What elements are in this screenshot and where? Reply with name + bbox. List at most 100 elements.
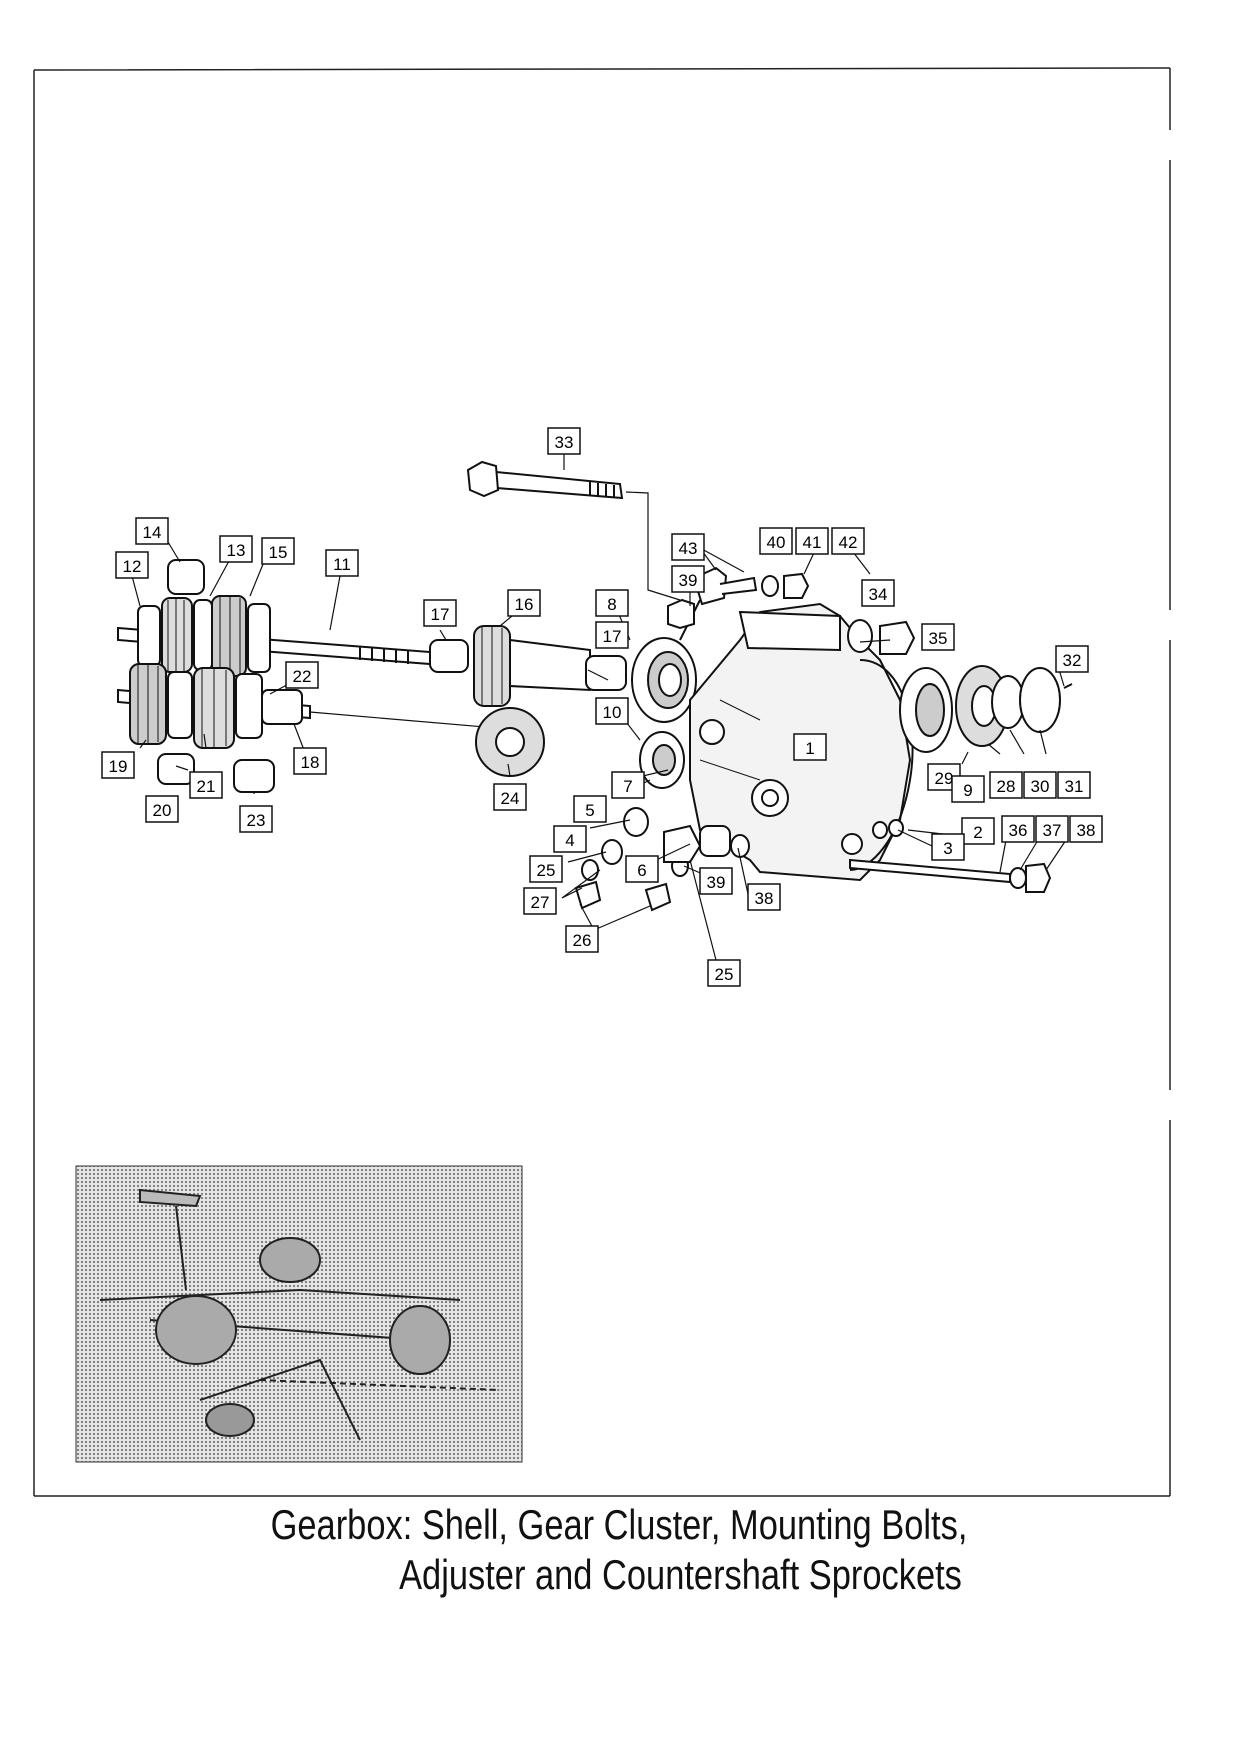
svg-text:1: 1 [805, 739, 814, 758]
callout-27: 27 [523, 887, 557, 915]
washer-37 [1009, 867, 1027, 889]
callout-28: 28 [989, 771, 1023, 799]
svg-text:4: 4 [565, 831, 574, 850]
callout-34: 34 [861, 579, 895, 607]
svg-text:11: 11 [333, 555, 351, 574]
bearing-10 [639, 731, 685, 789]
svg-text:24: 24 [501, 789, 520, 808]
lockplate-31 [1019, 667, 1061, 733]
svg-text:19: 19 [109, 757, 128, 776]
svg-text:2: 2 [973, 823, 982, 842]
svg-text:17: 17 [431, 605, 450, 624]
bearing-8 [631, 637, 697, 723]
callout-30: 30 [1023, 771, 1057, 799]
callout-41: 41 [795, 527, 829, 555]
callout-14: 14 [135, 517, 169, 545]
callout-18: 18 [293, 747, 327, 775]
callout-22: 22 [285, 661, 319, 689]
svg-text:41: 41 [803, 533, 822, 552]
svg-text:8: 8 [607, 595, 616, 614]
callout-13: 13 [219, 535, 253, 563]
callout-25b: 25 [707, 959, 741, 987]
bush-14 [167, 559, 205, 595]
callout-labels: 33 43 40 41 42 39 14 13 15 12 11 17 16 8… [101, 427, 1103, 987]
svg-text:10: 10 [603, 703, 622, 722]
callout-11: 11 [325, 549, 359, 577]
gear-16 [473, 625, 591, 707]
callout-6: 6 [625, 855, 659, 883]
svg-text:7: 7 [623, 777, 632, 796]
svg-text:28: 28 [997, 777, 1016, 796]
svg-text:35: 35 [929, 629, 948, 648]
svg-text:12: 12 [123, 557, 142, 576]
svg-text:9: 9 [963, 781, 972, 800]
callout-26: 26 [565, 925, 599, 953]
svg-text:15: 15 [269, 543, 288, 562]
gear-24 [475, 707, 545, 777]
svg-text:38: 38 [1077, 821, 1096, 840]
callout-12: 12 [115, 551, 149, 579]
washer-34 [847, 619, 873, 653]
svg-text:27: 27 [531, 893, 550, 912]
page-frame [33, 67, 1171, 1497]
callout-38b: 38 [747, 883, 781, 911]
callout-39: 39 [671, 565, 705, 593]
callout-21: 21 [189, 771, 223, 799]
callout-42: 42 [831, 527, 865, 555]
callout-9: 9 [951, 775, 985, 803]
svg-text:36: 36 [1009, 821, 1028, 840]
svg-text:3: 3 [943, 839, 952, 858]
callout-37: 37 [1035, 815, 1069, 843]
svg-text:26: 26 [573, 931, 592, 950]
callout-24: 24 [493, 783, 527, 811]
svg-text:5: 5 [585, 801, 594, 820]
svg-text:23: 23 [247, 811, 266, 830]
svg-text:43: 43 [679, 539, 698, 558]
svg-text:17: 17 [603, 627, 622, 646]
callout-35: 35 [921, 623, 955, 651]
svg-text:22: 22 [293, 667, 312, 686]
callout-19: 19 [101, 751, 135, 779]
callout-33: 33 [547, 427, 581, 455]
svg-text:20: 20 [153, 801, 172, 820]
svg-text:25: 25 [715, 965, 734, 984]
adjuster-assembly [667, 566, 810, 641]
exploded-view [117, 460, 1073, 912]
svg-text:32: 32 [1063, 651, 1082, 670]
callout-31: 31 [1057, 771, 1091, 799]
nut-35 [879, 620, 916, 655]
svg-text:30: 30 [1031, 777, 1050, 796]
title-line-1: Gearbox: Shell, Gear Cluster, Mounting B… [270, 1501, 968, 1548]
svg-text:42: 42 [839, 533, 858, 552]
callout-5: 5 [573, 795, 607, 823]
gear-cluster-lower [129, 663, 303, 749]
svg-text:14: 14 [143, 523, 162, 542]
svg-text:18: 18 [301, 753, 320, 772]
bush-20 [157, 753, 195, 785]
callout-7: 7 [611, 771, 645, 799]
callout-3: 3 [931, 833, 965, 861]
reference-photo [75, 1165, 523, 1463]
svg-text:39: 39 [707, 873, 726, 892]
svg-text:6: 6 [637, 861, 646, 880]
callout-43: 43 [671, 533, 705, 561]
svg-text:40: 40 [767, 533, 786, 552]
svg-text:21: 21 [197, 777, 216, 796]
callout-36: 36 [1001, 815, 1035, 843]
title-line-2: Adjuster and Countershaft Sprockets [399, 1551, 962, 1598]
svg-text:31: 31 [1065, 777, 1084, 796]
svg-text:16: 16 [515, 595, 534, 614]
bush-23 [233, 759, 275, 793]
callout-16: 16 [507, 589, 541, 617]
svg-text:34: 34 [869, 585, 888, 604]
callout-23: 23 [239, 805, 273, 833]
screw-32 [1063, 683, 1073, 689]
callout-38: 38 [1069, 815, 1103, 843]
gear-cluster-upper [137, 595, 271, 677]
bush-17-left [429, 639, 469, 673]
callout-10: 10 [595, 697, 629, 725]
stud-36 [849, 858, 1011, 884]
callout-40: 40 [759, 527, 793, 555]
page-title: Gearbox: Shell, Gear Cluster, Mounting B… [111, 1500, 1126, 1600]
